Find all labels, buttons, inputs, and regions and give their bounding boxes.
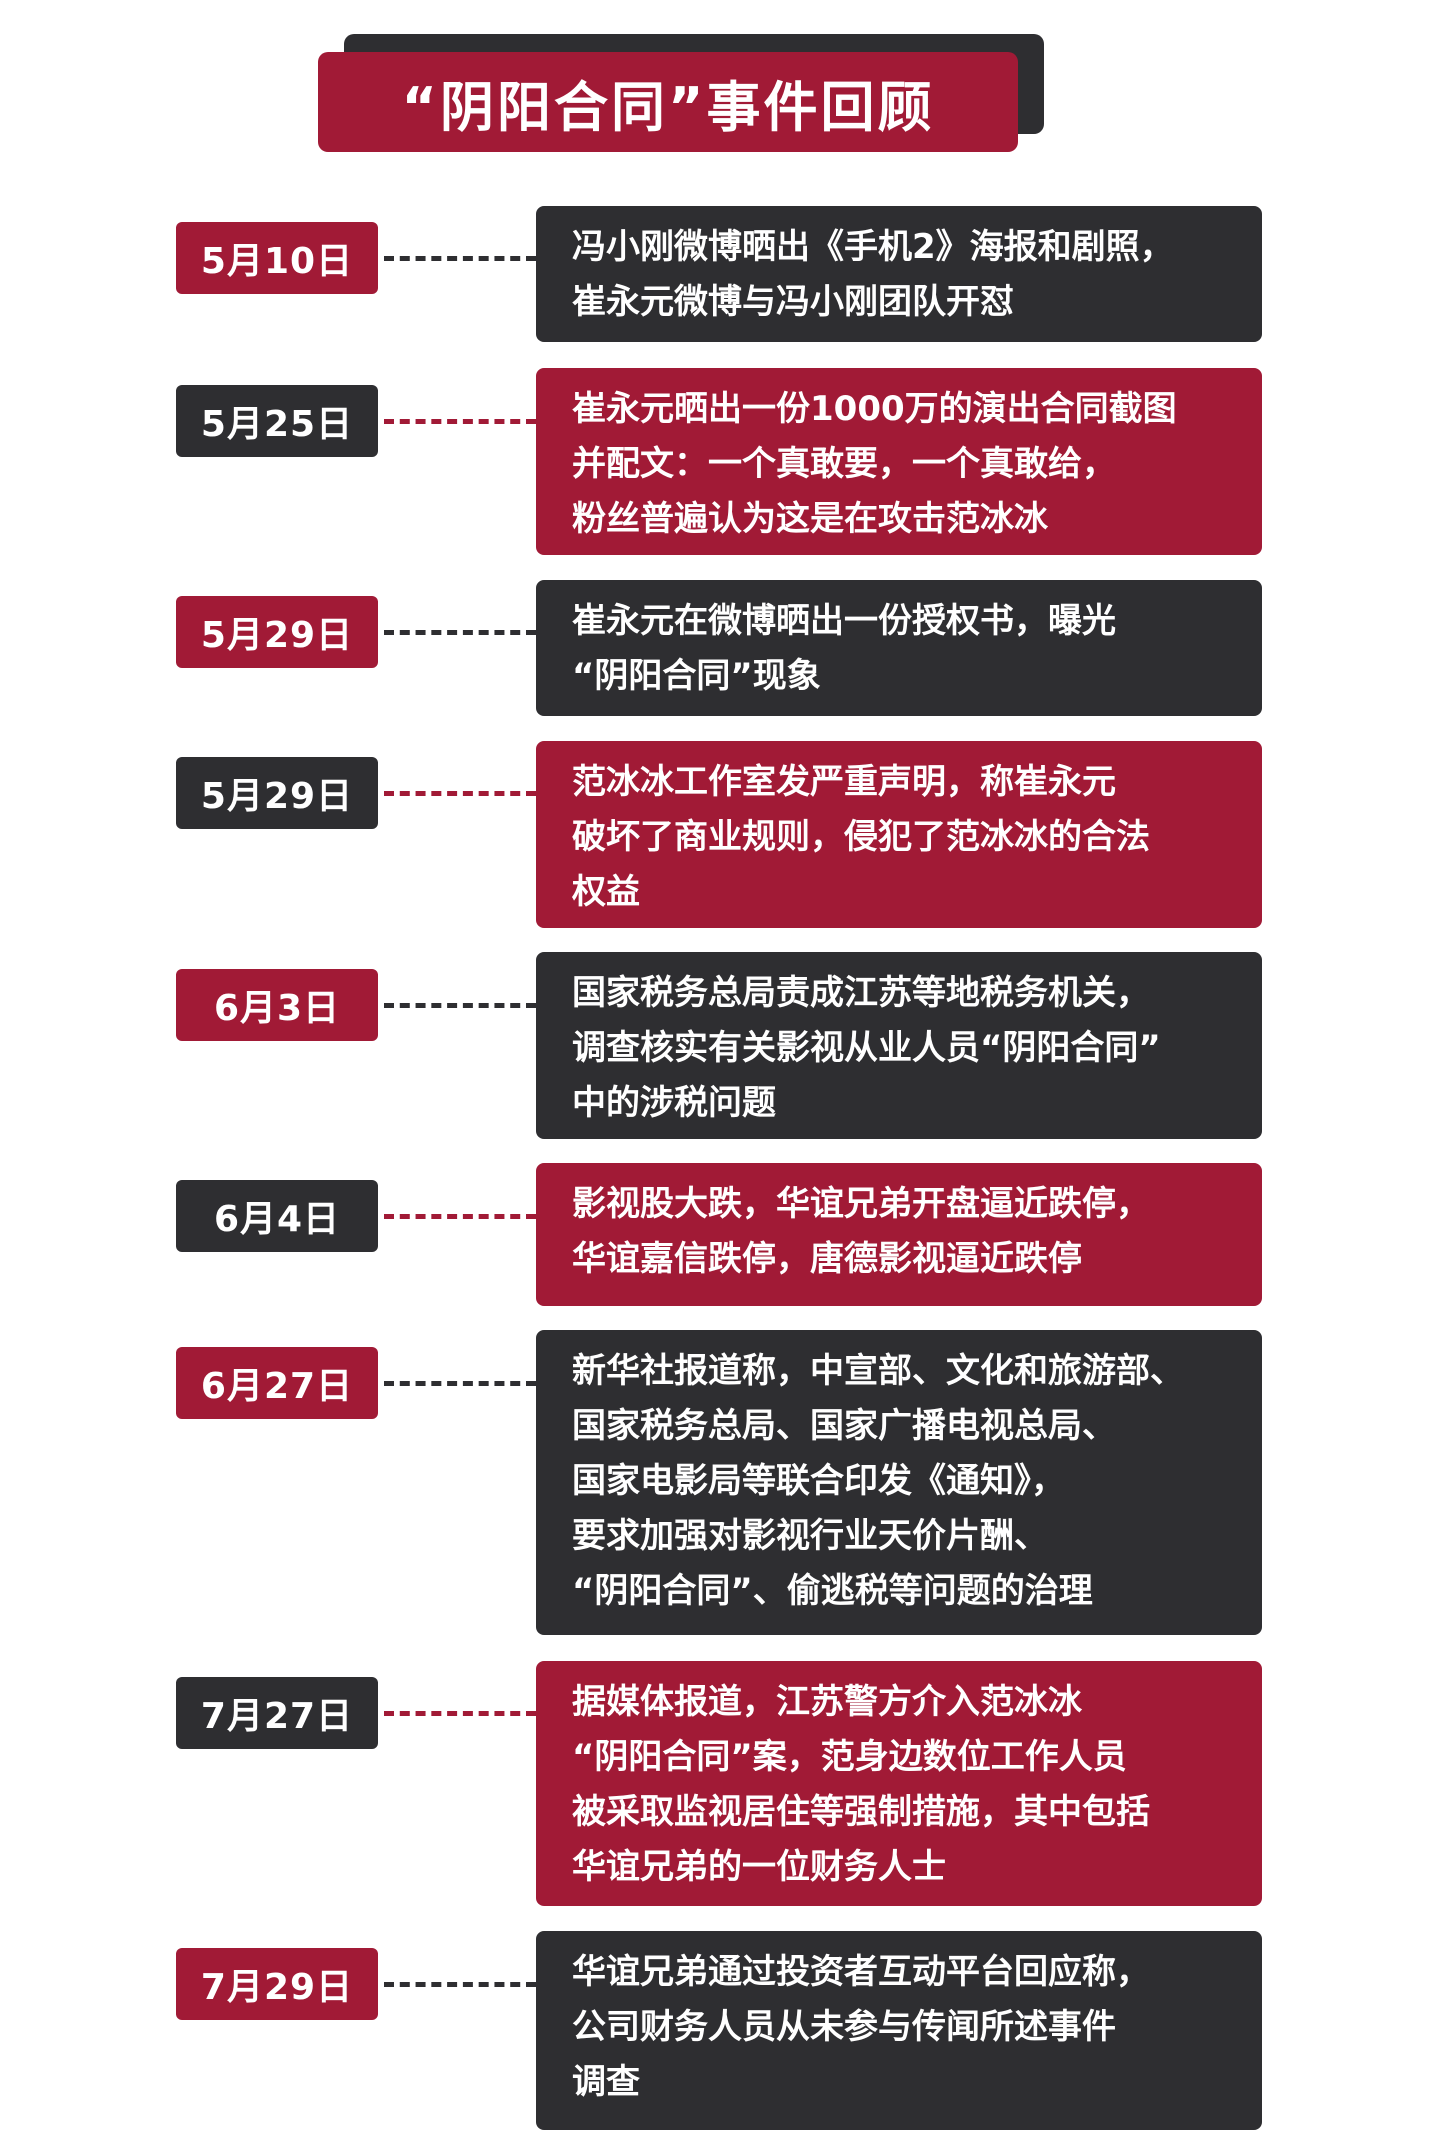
event-text-line: 破坏了商业规则，侵犯了范冰冰的合法 <box>572 817 1150 857</box>
dashed-connector <box>384 419 536 424</box>
event-text-line: 华谊嘉信跌停，唐德影视逼近跌停 <box>572 1239 1082 1279</box>
date-badge: 5月10日 <box>176 222 378 294</box>
dashed-connector <box>384 1982 536 1987</box>
dashed-connector <box>384 1711 536 1716</box>
event-text-line: 要求加强对影视行业天价片酬、 <box>572 1516 1048 1556</box>
event-card: 范冰冰工作室发严重声明，称崔永元 破坏了商业规则，侵犯了范冰冰的合法 权益 <box>536 741 1262 928</box>
event-card: 崔永元晒出一份1000万的演出合同截图 并配文：一个真敢要，一个真敢给， 粉丝普… <box>536 368 1262 555</box>
event-text-line: 权益 <box>572 872 640 912</box>
date-badge: 6月4日 <box>176 1180 378 1252</box>
event-text-line: “阴阳合同”案，范身边数位工作人员 <box>572 1737 1127 1777</box>
event-card: 国家税务总局责成江苏等地税务机关， 调查核实有关影视从业人员“阴阳合同” 中的涉… <box>536 952 1262 1139</box>
dashed-connector <box>384 256 536 261</box>
event-card: 崔永元在微博晒出一份授权书，曝光 “阴阳合同”现象 <box>536 580 1262 716</box>
event-card: 影视股大跌，华谊兄弟开盘逼近跌停， 华谊嘉信跌停，唐德影视逼近跌停 <box>536 1163 1262 1306</box>
event-text-line: 冯小刚微博晒出《手机2》海报和剧照， <box>572 227 1174 267</box>
event-card: 据媒体报道，江苏警方介入范冰冰 “阴阳合同”案，范身边数位工作人员 被采取监视居… <box>536 1661 1262 1906</box>
event-text-line: 据媒体报道，江苏警方介入范冰冰 <box>572 1682 1082 1722</box>
dashed-connector <box>384 1214 536 1219</box>
event-text-line: 范冰冰工作室发严重声明，称崔永元 <box>572 762 1116 802</box>
date-badge: 7月27日 <box>176 1677 378 1749</box>
event-card: 华谊兄弟通过投资者互动平台回应称， 公司财务人员从未参与传闻所述事件 调查 <box>536 1931 1262 2130</box>
date-badge: 5月25日 <box>176 385 378 457</box>
event-text-line: “阴阳合同”、偷逃税等问题的治理 <box>572 1571 1093 1611</box>
dashed-connector <box>384 630 536 635</box>
event-text-line: 崔永元在微博晒出一份授权书，曝光 <box>572 601 1116 641</box>
event-text-line: 华谊兄弟通过投资者互动平台回应称， <box>572 1952 1150 1992</box>
event-text-line: 中的涉税问题 <box>572 1083 776 1123</box>
date-badge: 6月3日 <box>176 969 378 1041</box>
event-text-line: 国家电影局等联合印发《通知》， <box>572 1461 1065 1501</box>
date-badge: 6月27日 <box>176 1347 378 1419</box>
event-text-line: 国家税务总局、国家广播电视总局、 <box>572 1406 1116 1446</box>
event-text-line: 新华社报道称，中宣部、文化和旅游部、 <box>572 1351 1184 1391</box>
event-card: 冯小刚微博晒出《手机2》海报和剧照， 崔永元微博与冯小刚团队开怼 <box>536 206 1262 342</box>
event-text-line: 华谊兄弟的一位财务人士 <box>572 1847 946 1887</box>
dashed-connector <box>384 1381 536 1386</box>
date-badge: 7月29日 <box>176 1948 378 2020</box>
event-text-line: 被采取监视居住等强制措施，其中包括 <box>572 1792 1150 1832</box>
event-text-line: 崔永元晒出一份1000万的演出合同截图 <box>572 389 1177 429</box>
page-title: “阴阳合同”事件回顾 <box>318 52 1018 152</box>
event-card: 新华社报道称，中宣部、文化和旅游部、 国家税务总局、国家广播电视总局、 国家电影… <box>536 1330 1262 1635</box>
date-badge: 5月29日 <box>176 757 378 829</box>
event-text-line: 调查 <box>572 2062 640 2102</box>
event-text-line: 粉丝普遍认为这是在攻击范冰冰 <box>572 499 1048 539</box>
event-text-line: 崔永元微博与冯小刚团队开怼 <box>572 282 1014 322</box>
dashed-connector <box>384 1003 536 1008</box>
event-text-line: “阴阳合同”现象 <box>572 656 821 696</box>
event-text-line: 国家税务总局责成江苏等地税务机关， <box>572 973 1150 1013</box>
event-text-line: 并配文：一个真敢要，一个真敢给， <box>572 444 1116 484</box>
event-text-line: 调查核实有关影视从业人员“阴阳合同” <box>572 1028 1161 1068</box>
date-badge: 5月29日 <box>176 596 378 668</box>
event-text-line: 影视股大跌，华谊兄弟开盘逼近跌停， <box>572 1184 1150 1224</box>
event-text-line: 公司财务人员从未参与传闻所述事件 <box>572 2007 1116 2047</box>
dashed-connector <box>384 791 536 796</box>
